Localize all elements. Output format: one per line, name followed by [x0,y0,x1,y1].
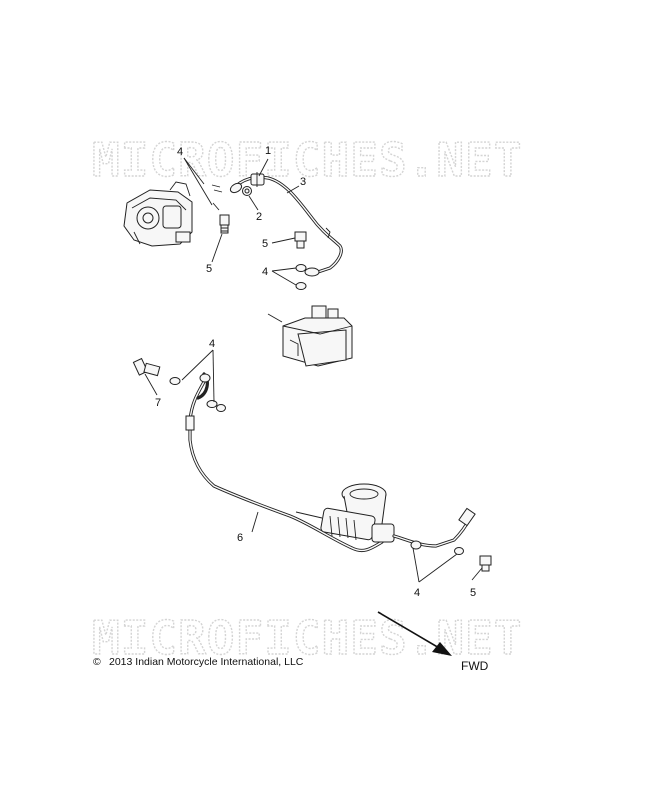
callout-7: 7 [155,397,161,409]
rear-fitting [132,357,181,385]
watermark-bottom: MICROFICHES.NET [92,611,522,665]
copyright-text: 2013 Indian Motorcycle International, LL… [109,656,304,668]
master-cylinder [295,483,395,543]
front-line-section [392,507,476,555]
callout-4-bottom: 4 [414,587,420,599]
leader-lines [144,157,483,583]
callout-4-lower-left: 4 [209,338,215,350]
callout-1: 1 [265,145,271,157]
upper-banjo-bolt [294,231,307,249]
clip-bolt [242,186,252,196]
line-clip [250,172,265,187]
upper-brake-line [229,175,343,277]
caliper-banjo-bolt [219,214,230,234]
lower-brake-line [185,372,384,553]
copyright-symbol: © [93,656,101,668]
callout-5-bottom: 5 [470,587,476,599]
brake-caliper [123,181,193,247]
watermark-top: MICROFICHES.NET [92,133,522,187]
callout-6: 6 [237,532,243,544]
callout-2: 2 [256,211,262,223]
caliper-washers [211,184,223,211]
fwd-label: FWD [461,659,489,673]
callout-4-mid: 4 [262,266,268,278]
fwd-arrow-icon [377,611,452,656]
callout-3: 3 [300,176,306,188]
callout-5-caliper: 5 [206,263,212,275]
lower-left-washers [206,400,226,412]
callout-5-upper: 5 [262,238,268,250]
upper-washers [295,264,307,290]
callout-4-top: 4 [177,146,183,158]
abs-leader [267,313,283,323]
abs-module [282,305,353,367]
